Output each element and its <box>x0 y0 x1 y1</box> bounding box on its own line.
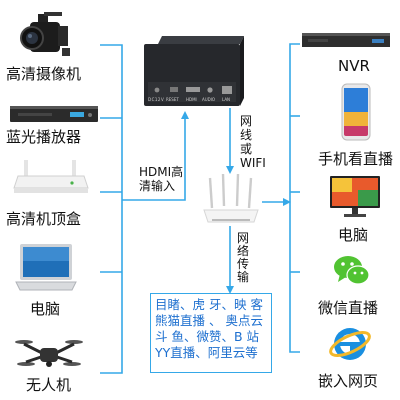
encoder-port-hdmi: HDMI <box>186 97 197 102</box>
network-link-label: 网 线 或 WIFI <box>240 114 266 170</box>
ie-browser <box>328 322 372 366</box>
nvr-icon <box>302 33 390 47</box>
monitor-icon <box>330 176 380 217</box>
right-device-label-4: 微信直播 <box>318 299 379 317</box>
right-device-label-1: NVR <box>338 57 370 75</box>
router-device <box>200 172 262 228</box>
drone-icon <box>15 340 83 367</box>
platforms-line-4: YY直播、阿里云等 <box>155 345 258 360</box>
nvr-device <box>302 30 392 50</box>
bluray-player-icon <box>10 106 98 122</box>
bluray-player <box>10 102 100 126</box>
settop-box <box>12 158 90 196</box>
right-device-label-5: 嵌入网页 <box>318 372 379 390</box>
drone <box>14 334 84 374</box>
left-device-label-1: 高清摄像机 <box>6 65 82 83</box>
left-device-label-2: 蓝光播放器 <box>6 128 82 146</box>
network-transmit-label: 网络传输 <box>236 231 249 284</box>
platforms-line-1: 目睹、虎 牙、映 客 <box>155 297 263 312</box>
camcorder <box>18 10 74 62</box>
settop-box-icon <box>13 160 89 193</box>
streaming-platforms-box: 目睹、虎 牙、映 客 熊猫直播 、 奥点云 斗 鱼、微赞、B 站 YY直播、阿里… <box>150 293 272 373</box>
ie-browser-icon <box>329 328 371 360</box>
router-icon <box>203 173 259 223</box>
encoder-device: DC12V RESET HDMI AUDIO LAN <box>140 32 248 108</box>
wechat-icon <box>334 256 370 285</box>
right-device-label-3: 电脑 <box>338 226 369 244</box>
left-device-label-4: 电脑 <box>30 300 61 318</box>
left-device-label-5: 无人机 <box>26 376 72 394</box>
camcorder-icon <box>20 12 70 56</box>
hdmi-input-label: HDMI高 清输入 <box>139 165 184 193</box>
monitor <box>328 174 382 220</box>
platforms-line-3: 斗 鱼、微赞、B 站 <box>155 329 260 344</box>
smartphone-icon <box>341 83 371 141</box>
encoder-port-reset: RESET <box>166 97 179 102</box>
encoder-port-lan: LAN <box>222 97 231 102</box>
platforms-line-2: 熊猫直播 、 奥点云 <box>155 313 263 328</box>
encoder-port-dc: DC12V <box>148 97 165 102</box>
encoder-port-audio: AUDIO <box>202 97 216 102</box>
right-device-label-2: 手机看直播 <box>318 150 394 168</box>
laptop <box>14 242 78 296</box>
smartphone <box>336 82 376 144</box>
encoder-icon <box>144 36 244 106</box>
wechat <box>332 252 372 290</box>
laptop-icon <box>15 244 77 291</box>
left-device-label-3: 高清机顶盒 <box>6 210 82 228</box>
